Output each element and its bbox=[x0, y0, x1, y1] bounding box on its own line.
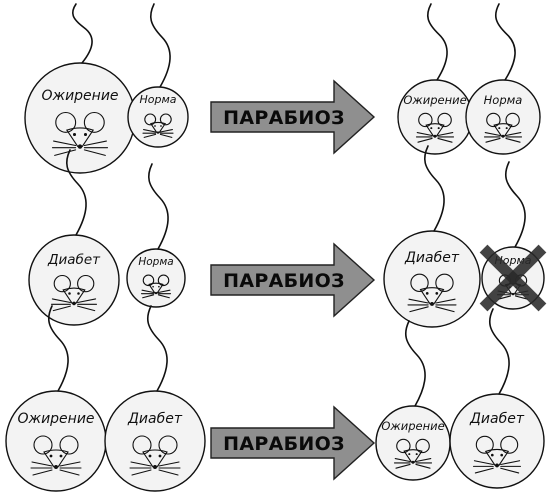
mouse-label: Ожирение bbox=[403, 93, 466, 107]
mouse-face bbox=[393, 438, 433, 469]
cross-out-icon bbox=[479, 244, 547, 312]
mouse-label: Диабет bbox=[404, 250, 460, 266]
arrow-label: ПАРАБИОЗ bbox=[223, 270, 345, 292]
arrow-label: ПАРАБИОЗ bbox=[223, 107, 345, 129]
mouse-body bbox=[5, 390, 107, 492]
mouse-label: Диабет bbox=[469, 411, 525, 427]
mouse-face bbox=[407, 273, 457, 313]
mouse-row3-before-2: Диабет bbox=[104, 305, 206, 492]
mouse-row1-before-1: Ожирение bbox=[24, 3, 136, 174]
mouse-face bbox=[129, 435, 181, 476]
mouse-face bbox=[51, 111, 109, 156]
mouse-row1-after-2: Норма bbox=[465, 3, 541, 155]
mouse-label: Норма bbox=[484, 93, 523, 107]
arrow-label: ПАРАБИОЗ bbox=[223, 433, 345, 455]
mouse-row3-before-1: Ожирение bbox=[5, 305, 107, 492]
mouse-face bbox=[483, 112, 523, 143]
mouse-face bbox=[142, 113, 174, 138]
mouse-tail bbox=[65, 149, 87, 236]
mouse-row3-after-1: Ожирение bbox=[375, 320, 451, 481]
mouse-tail bbox=[147, 163, 169, 250]
mouse-label: Диабет bbox=[47, 252, 101, 268]
mouse-body bbox=[24, 62, 136, 174]
mouse-body bbox=[383, 230, 481, 328]
mouse-label: Диабет bbox=[127, 411, 183, 427]
mouse-row1-after-1: Ожирение bbox=[397, 3, 473, 155]
mouse-face bbox=[50, 274, 98, 312]
mouse-label: Норма bbox=[138, 256, 173, 268]
mouse-tail bbox=[423, 145, 445, 232]
mouse-body bbox=[28, 234, 120, 326]
mouse-row2-before-2: Норма bbox=[126, 163, 186, 308]
mouse-row2-after-1: Диабет bbox=[383, 145, 481, 328]
mouse-label: Ожирение bbox=[381, 419, 444, 433]
mouse-face bbox=[415, 112, 455, 143]
mouse-body bbox=[449, 393, 545, 489]
mouse-label: Ожирение bbox=[17, 411, 94, 427]
mouse-tail bbox=[47, 305, 69, 392]
parabiosis-arrow: ПАРАБИОЗ bbox=[210, 405, 376, 481]
mouse-body bbox=[104, 390, 206, 492]
mouse-row1-before-2: Норма bbox=[127, 3, 189, 148]
arrow-shape bbox=[210, 405, 376, 481]
mouse-face bbox=[30, 435, 82, 476]
mouse-row2-after-2: Норма bbox=[479, 161, 547, 312]
mouse-tail bbox=[146, 305, 168, 392]
parabiosis-arrow: ПАРАБИОЗ bbox=[210, 242, 376, 318]
mouse-body bbox=[127, 86, 189, 148]
mouse-face bbox=[140, 274, 172, 299]
mouse-tail bbox=[494, 3, 516, 81]
arrow-shape bbox=[210, 242, 376, 318]
mouse-tail bbox=[149, 3, 171, 88]
mouse-label: Норма bbox=[139, 93, 176, 106]
mouse-body bbox=[126, 248, 186, 308]
mouse-tail bbox=[404, 320, 426, 407]
mouse-tail bbox=[488, 308, 510, 395]
mouse-tail bbox=[504, 161, 526, 248]
mouse-body bbox=[397, 79, 473, 155]
mouse-row2-before-1: Диабет bbox=[28, 149, 120, 326]
mouse-tail bbox=[71, 3, 93, 64]
parabiosis-arrow: ПАРАБИОЗ bbox=[210, 79, 376, 155]
mouse-face bbox=[472, 435, 522, 474]
mouse-body bbox=[375, 405, 451, 481]
mouse-label: Ожирение bbox=[41, 88, 118, 104]
arrows-layer: ПАРАБИОЗ ПАРАБИОЗ ПАРАБИОЗ bbox=[210, 79, 376, 481]
arrow-shape bbox=[210, 79, 376, 155]
mouse-body bbox=[465, 79, 541, 155]
mouse-row3-after-2: Диабет bbox=[449, 308, 545, 489]
mouse-tail bbox=[426, 3, 448, 81]
